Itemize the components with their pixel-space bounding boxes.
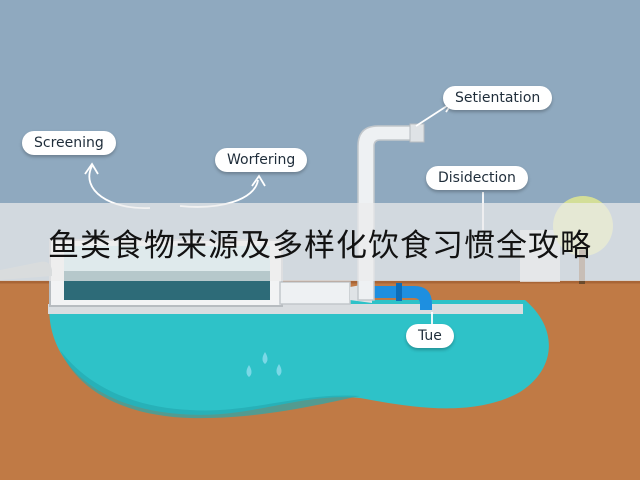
arrow-setientation [415, 103, 451, 127]
label-setientation: Setientation [443, 86, 553, 110]
title-banner: 鱼类食物来源及多样化饮食习惯全攻略 [0, 203, 640, 281]
droplet [276, 364, 282, 376]
droplet [262, 352, 268, 364]
droplet [246, 365, 252, 377]
banner-title: 鱼类食物来源及多样化饮食习惯全攻略 [48, 227, 592, 264]
pond-shadow [60, 350, 360, 419]
ground-slab [48, 304, 523, 314]
arrow-worfering-head [251, 174, 266, 187]
label-worfering: Worfering [215, 148, 308, 172]
label-tue: Tue [406, 324, 454, 348]
blue-pipe-collar [396, 283, 402, 301]
label-disidection: Disidection [426, 166, 528, 190]
outlet-conduit [279, 281, 351, 305]
tall-pipe-cap [409, 123, 425, 143]
label-screening: Screening [22, 131, 116, 155]
arrow-screening-head [84, 162, 99, 175]
